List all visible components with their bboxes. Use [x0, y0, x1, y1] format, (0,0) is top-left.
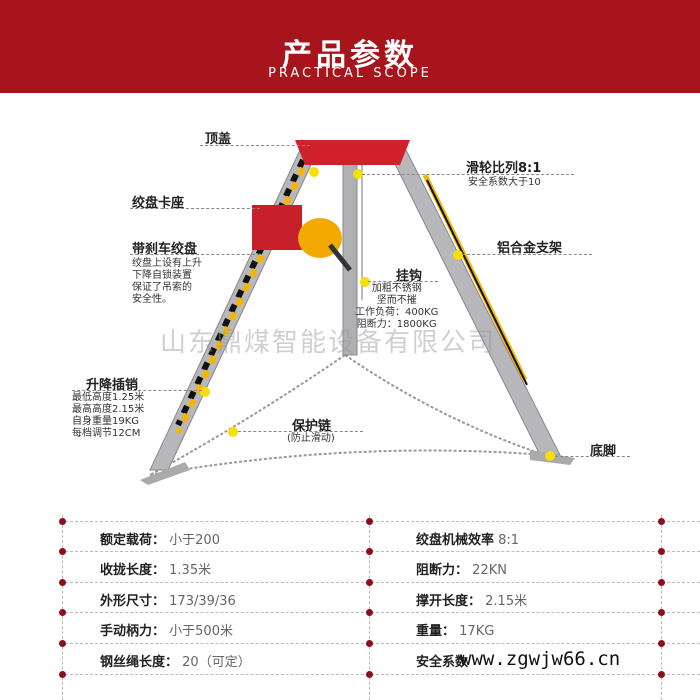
- note-line: 工作负荷：400KG: [355, 307, 439, 318]
- spec-item: 绞盘机械效率 8:1: [416, 533, 520, 548]
- note-line: 保证了吊索的: [132, 282, 192, 293]
- page-title: 产品参数: [282, 38, 418, 73]
- label-brake-winch: 带刹车绞盘: [132, 242, 198, 257]
- page-subtitle: PRACTICAL SCOPE: [268, 66, 432, 81]
- note-line: 阻断力：1800KG: [356, 319, 437, 330]
- note-line: 绞盘上设有上升: [132, 258, 202, 269]
- spec-item: 手动柄力： 小于500米: [100, 624, 233, 639]
- spec-item: 收拢长度： 1.35米: [100, 563, 212, 578]
- label-pulley: 滑轮比列8:1: [466, 161, 542, 176]
- spec-item: 钢丝绳长度： 20（可定）: [100, 655, 251, 670]
- label-top-cap: 顶盖: [205, 132, 232, 147]
- label-chain: 保护链: [292, 419, 332, 434]
- note-line: 下降自锁装置: [132, 270, 192, 281]
- pulley-note: 安全系数大于10: [468, 177, 541, 188]
- left-leg-stripe: [175, 158, 306, 427]
- spec-item: 外形尺寸： 173/39/36: [100, 594, 236, 609]
- brake-winch-notes: 绞盘上设有上升 下降自锁装置 保证了吊索的 安全性。: [132, 258, 202, 306]
- spec-item: 额定载荷： 小于200: [100, 533, 220, 548]
- spec-item: 阻断力： 22KN: [416, 563, 507, 578]
- note-line: 自身重量19KG: [72, 416, 140, 427]
- spec-item: 安全系数: [416, 655, 469, 670]
- tripod-illustration: [140, 140, 575, 485]
- note-line: 最高高度2.15米: [72, 404, 145, 415]
- chain-note: (防止滑动): [287, 433, 335, 444]
- note-line: 最低高度1.25米: [72, 392, 145, 403]
- chain: [344, 354, 546, 456]
- winch-mount: [252, 205, 302, 250]
- chain: [149, 449, 546, 476]
- chain: [149, 354, 346, 476]
- note-line: 加粗不锈钢: [371, 283, 422, 294]
- label-winch-mount: 绞盘卡座: [132, 196, 185, 211]
- site-watermark: www.zgwjw66.cn: [460, 648, 621, 670]
- note-line: 坚而不摧: [376, 295, 417, 306]
- hook-notes: 加粗不锈钢 坚而不摧 工作负荷：400KG 阻断力：1800KG: [355, 283, 438, 331]
- note-line: 安全性。: [132, 294, 172, 305]
- spec-item: 重量： 17KG: [416, 624, 495, 639]
- note-line: 每档调节12CM: [72, 428, 141, 439]
- spec-item: 撑开长度： 2.15米: [416, 594, 528, 609]
- top-cap: [295, 140, 410, 165]
- lift-pin-notes: 最低高度1.25米 最高高度2.15米 自身重量19KG 每档调节12CM: [72, 392, 144, 440]
- label-hook: 挂钩: [396, 269, 423, 284]
- company-watermark: 山东鼎煤智能设备有限公司: [160, 328, 497, 358]
- label-lift-pin: 升降插销: [86, 378, 139, 393]
- header-banner: 产品参数 PRACTICAL SCOPE: [0, 0, 700, 93]
- label-alloy-frame: 铝合金支架: [497, 241, 563, 256]
- label-foot: 底脚: [590, 444, 617, 459]
